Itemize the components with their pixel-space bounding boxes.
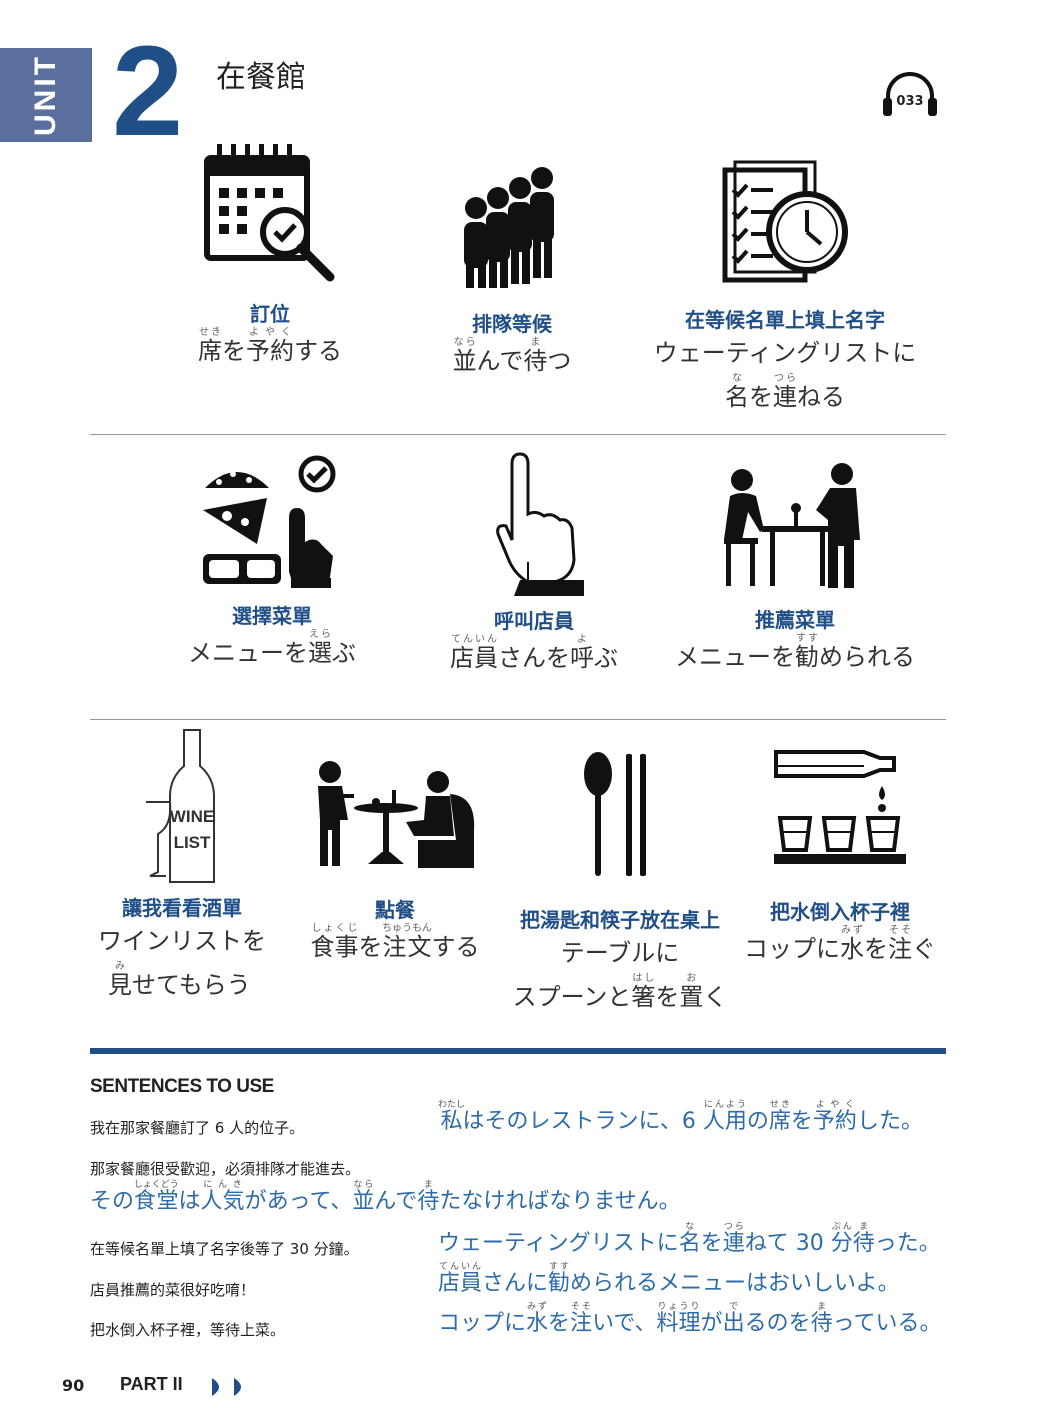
wine-label: WINE bbox=[170, 807, 214, 826]
item-9: 把湯匙和筷子放在桌上 テーブルに スプーンと箸はしを置おく bbox=[500, 750, 740, 1017]
play-arrows-icon bbox=[212, 1378, 241, 1396]
sentence-zh: 在等候名單上填了名字後等了 30 分鐘。 bbox=[90, 1240, 359, 1258]
queue-people-icon bbox=[464, 167, 554, 288]
sentence-ja: 私わたしはそのレストランに、6 人用にんようの席せきを予約よやくした。 bbox=[438, 1100, 923, 1134]
divider bbox=[90, 719, 946, 720]
item-ja-line2: スプーンと箸はしを置おく bbox=[512, 973, 728, 1011]
divider bbox=[90, 434, 946, 435]
item-zh: 讓我看看酒單 bbox=[122, 896, 242, 920]
item-zh: 把湯匙和筷子放在桌上 bbox=[520, 908, 720, 932]
item-zh: 訂位 bbox=[250, 302, 290, 326]
pour-water-icon bbox=[774, 750, 906, 864]
sentence-ja: 店員てんいんさんに勧すすめられるメニューはおいしいよ。 bbox=[438, 1262, 900, 1296]
item-ja: テーブルに bbox=[560, 939, 680, 967]
unit-number: 2 bbox=[112, 20, 184, 163]
item-zh: 在等候名單上填上名字 bbox=[685, 308, 885, 332]
headphones-icon bbox=[883, 72, 937, 116]
sentence-zh: 店員推薦的菜很好吃唷！ bbox=[90, 1281, 256, 1299]
item-ja: ウェーティングリストに bbox=[653, 339, 917, 367]
item-zh: 選擇菜單 bbox=[232, 604, 312, 628]
item-ja: 食事しょくじを注文ちゅうもんする bbox=[310, 923, 480, 961]
spoon-chopsticks-icon bbox=[584, 752, 646, 876]
item-ja: 席せきを予約よやくする bbox=[198, 327, 342, 365]
sentence-ja: コップに水みずを注そそいで、料理りょうりが出でるのを待まっている。 bbox=[438, 1302, 942, 1336]
item-7: WINE LIST 讓我看看酒單 ワインリストを 見みせてもらう bbox=[92, 726, 272, 1005]
sentence-ja: ウェーティングリストに名なを連つらねて 30 分ぷん待まった。 bbox=[438, 1222, 941, 1256]
item-1: 訂位 席せきを予約よやくする bbox=[150, 140, 390, 371]
item-zh: 排隊等候 bbox=[472, 312, 552, 336]
food-choose-icon bbox=[203, 455, 336, 588]
waiter-recommend-icon bbox=[724, 463, 860, 588]
item-ja: 並ならんで待まつ bbox=[452, 337, 572, 375]
track-number: 033 bbox=[896, 94, 924, 109]
item-8: 點餐 食事しょくじを注文ちゅうもんする bbox=[300, 760, 490, 967]
item-4: 選擇菜單 メニューを選えらぶ bbox=[152, 452, 392, 673]
item-6: 推薦菜單 メニューを勧すすめられる bbox=[660, 460, 930, 677]
calendar-search-icon bbox=[204, 144, 335, 282]
part-label: PART II bbox=[120, 1374, 183, 1394]
item-zh: 把水倒入杯子裡 bbox=[770, 900, 910, 924]
sentences-heading: SENTENCES TO USE bbox=[90, 1076, 274, 1097]
sentence-ja: その食堂しょくどうは人気にんきがあって、並ならんで待またなければなりません。 bbox=[90, 1180, 681, 1214]
item-ja-line2: 名なを連つらねる bbox=[725, 373, 845, 411]
sentence-zh: 那家餐廳很受歡迎，必須排隊才能進去。 bbox=[90, 1160, 361, 1178]
section-rule bbox=[90, 1048, 946, 1054]
order-table-icon bbox=[318, 761, 475, 868]
item-ja: メニューを勧すすめられる bbox=[675, 633, 915, 671]
sentence-zh: 我在那家餐廳訂了 6 人的位子。 bbox=[90, 1119, 305, 1137]
unit-label: UNIT bbox=[29, 54, 62, 136]
unit-tab: UNIT bbox=[0, 48, 92, 142]
item-zh: 點餐 bbox=[375, 898, 415, 922]
waiting-list-clock-icon bbox=[722, 160, 848, 283]
sentence-zh: 把水倒入杯子裡，等待上菜。 bbox=[90, 1321, 286, 1339]
wine-list-icon: WINE LIST bbox=[146, 729, 215, 883]
list-label: LIST bbox=[174, 833, 211, 852]
item-ja: メニューを選えらぶ bbox=[188, 629, 356, 667]
raised-finger-icon bbox=[496, 452, 584, 596]
page-title: 在餐館 bbox=[216, 60, 306, 95]
item-2: 排隊等候 並ならんで待まつ bbox=[392, 160, 632, 381]
item-ja: 店員てんいんさんを呼よぶ bbox=[450, 634, 618, 672]
item-ja: コップに水みずを注そそぐ bbox=[744, 925, 936, 963]
audio-track[interactable]: 033 bbox=[880, 70, 940, 120]
item-10: 把水倒入杯子裡 コップに水みずを注そそぐ bbox=[730, 746, 950, 969]
item-zh: 推薦菜單 bbox=[755, 608, 835, 632]
item-ja: ワインリストを bbox=[98, 927, 266, 955]
item-3: 在等候名單上填上名字 ウェーティングリストに 名なを連つらねる bbox=[640, 156, 930, 417]
item-5: 呼叫店員 店員てんいんさんを呼よぶ bbox=[414, 452, 654, 678]
item-ja-line2: 見みせてもらう bbox=[108, 961, 251, 999]
page-number: 90 bbox=[62, 1376, 85, 1395]
item-zh: 呼叫店員 bbox=[494, 609, 574, 633]
